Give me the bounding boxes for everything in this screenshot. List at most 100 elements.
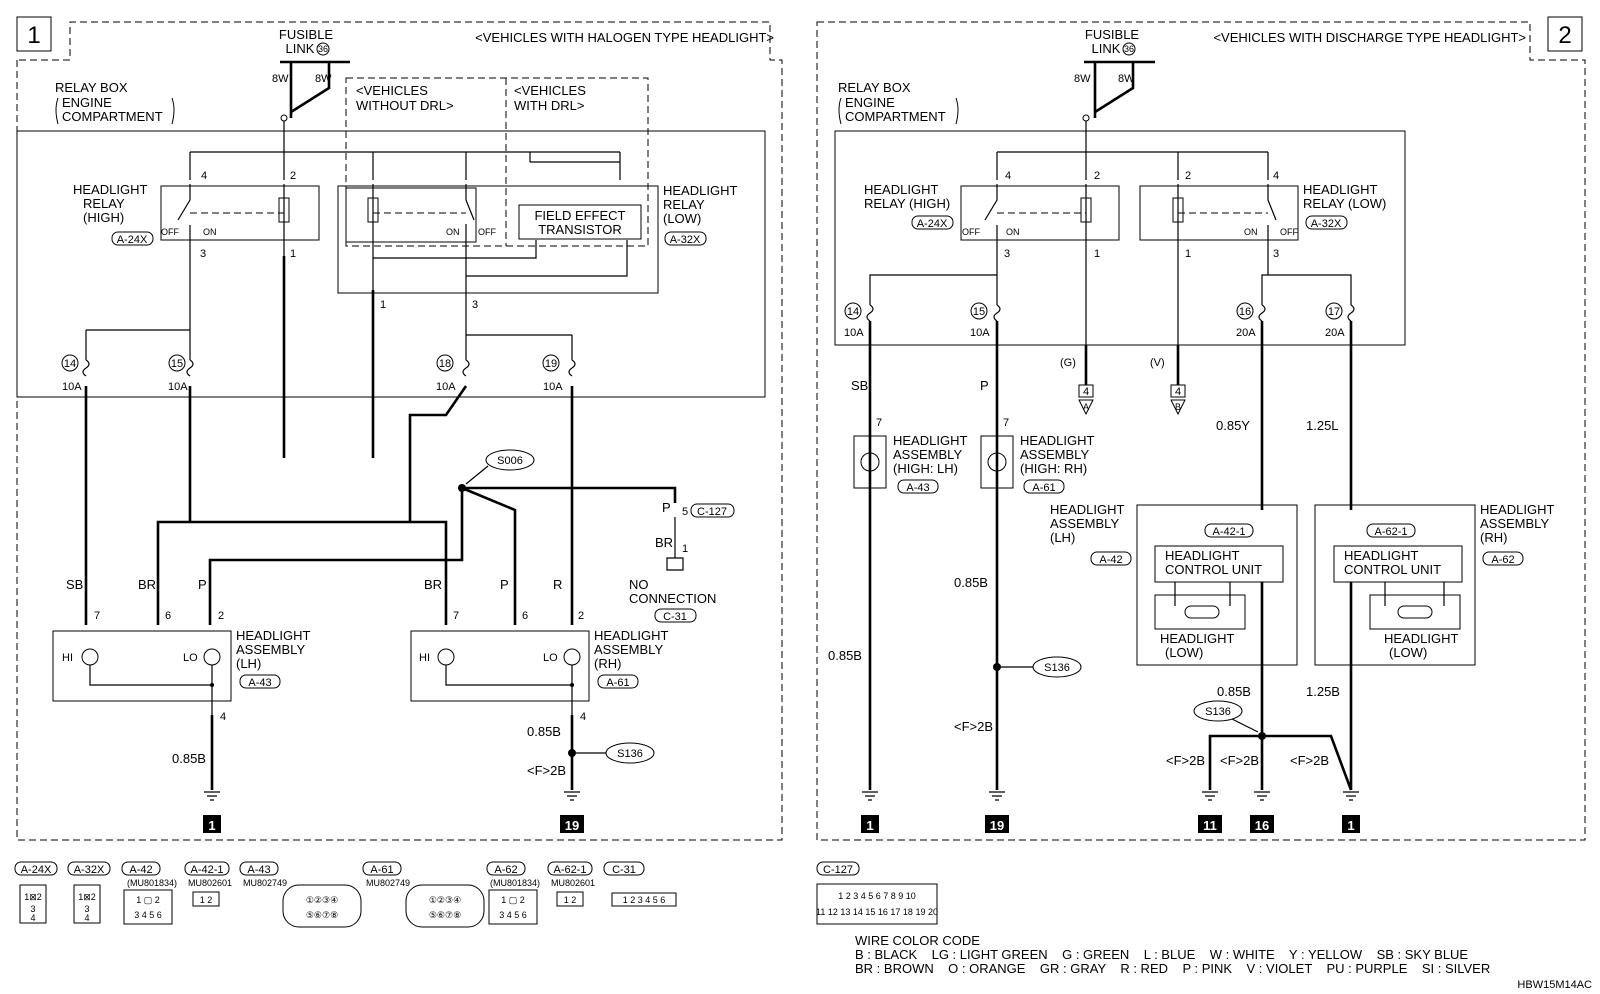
relay-high-conn: A-24X xyxy=(117,234,148,246)
br-wire-rh: BR xyxy=(424,577,442,592)
c127-conn: C-127 xyxy=(697,506,727,518)
c31-conn: C-31 xyxy=(663,611,687,623)
head-rh-conn: A-61 xyxy=(606,677,629,689)
fusible-link-number: 36 xyxy=(318,44,328,54)
pin-2: 2 xyxy=(290,170,296,182)
conn-a42-1: A-42-1 MU802601 1 2 xyxy=(184,861,232,907)
wire-085b-rh: 0.85B xyxy=(527,724,561,739)
wire-125b: 1.25B xyxy=(1306,684,1340,699)
wire-085y: 0.85Y xyxy=(1216,418,1250,433)
control-unit-lh: HEADLIGHT xyxy=(1165,548,1239,563)
pin-1-low-p2: 1 xyxy=(1185,248,1191,260)
with-drl-label: <VEHICLES xyxy=(514,83,586,98)
fet-label-2: TRANSISTOR xyxy=(538,222,622,237)
wire-8w-left: 8W xyxy=(272,73,289,85)
c127-pin-5: 5 xyxy=(682,506,688,518)
panel-1-title: <VEHICLES WITH HALOGEN TYPE HEADLIGHT> xyxy=(475,30,774,45)
conn-a61-row1: ①②③④ xyxy=(429,895,461,905)
without-drl-label-2: WITHOUT DRL> xyxy=(356,98,454,113)
control-unit-rh: HEADLIGHT xyxy=(1344,548,1418,563)
pin-7-lh: 7 xyxy=(94,610,100,622)
wire-085b-high-rh: 0.85B xyxy=(954,575,988,590)
wire-color-title: WIRE COLOR CODE xyxy=(855,933,980,948)
relay-box-sub-2: COMPARTMENT xyxy=(62,109,163,124)
conn-c31-pins: 1 2 3 4 5 6 xyxy=(623,895,666,905)
p-wire: P xyxy=(662,500,671,515)
p-wire-rh: P xyxy=(500,577,509,592)
no-connection-label-2: CONNECTION xyxy=(629,591,716,606)
fuse-17-number-p2: 17 xyxy=(1328,306,1340,318)
off-label-low: OFF xyxy=(478,227,496,237)
splice-s006: S006 xyxy=(497,455,523,467)
head-rh-label-2: ASSEMBLY xyxy=(594,642,663,657)
conn-c127: C-127 1 2 3 4 5 6 7 8 9 10 11 12 13 14 1… xyxy=(816,861,938,925)
conn-a42-1-pins: 1 2 xyxy=(200,895,213,905)
relay-box-label-p2: RELAY BOX xyxy=(838,80,911,95)
conn-a61-id: A-61 xyxy=(370,864,393,876)
relay-high-label-p2-2: RELAY (HIGH) xyxy=(864,196,950,211)
fuse-15-amp: 10A xyxy=(168,381,188,393)
head-rh-label-p2-3: (RH) xyxy=(1480,530,1507,545)
head-rh-conn-p2: A-62 xyxy=(1491,554,1514,566)
conn-a62-row1: 1 ▢ 2 xyxy=(501,895,525,905)
drawing-code: HBW15M14AC xyxy=(1517,979,1592,991)
high-lh-label-3: (HIGH: LH) xyxy=(893,461,958,476)
pin-4-rh-ground: 4 xyxy=(580,711,586,723)
relay-low-conn: A-32X xyxy=(670,234,701,246)
head-rh-label-p2: HEADLIGHT xyxy=(1480,502,1554,517)
fuse-14-number: 14 xyxy=(64,358,76,370)
conn-a43-part: MU802749 xyxy=(243,878,287,888)
head-rh-sub-p2: A-62-1 xyxy=(1374,526,1407,538)
f2b-b: <F>2B xyxy=(1220,753,1259,768)
splice-s136-p2: S136 xyxy=(1044,662,1070,674)
fusible-link-label: FUSIBLE xyxy=(279,27,334,42)
ground-1-panel1: 1 xyxy=(208,818,215,833)
pin-1-low: 1 xyxy=(380,299,386,311)
pin-7-high-rh: 7 xyxy=(1003,417,1009,429)
conn-a43-row2: ⑤⑥⑦⑧ xyxy=(306,910,338,920)
conn-a62-1-part: MU802601 xyxy=(551,878,595,888)
conn-a61: A-61 MU802749 ①②③④ ⑤⑥⑦⑧ xyxy=(362,861,485,928)
relay-low-label-p2: HEADLIGHT xyxy=(1303,182,1377,197)
relay-low-label-2: RELAY xyxy=(663,197,705,212)
fuse-19-number: 19 xyxy=(545,358,557,370)
conn-b-p2: B xyxy=(1175,402,1181,412)
high-rh-label: HEADLIGHT xyxy=(1020,433,1094,448)
fuse-15-number-p2: 15 xyxy=(973,306,985,318)
f2b-rh: <F>2B xyxy=(527,763,566,778)
conn-a-p2: A xyxy=(1083,402,1089,412)
lo-label-lh: LO xyxy=(183,652,198,664)
fuse-15-number: 15 xyxy=(171,358,183,370)
ground-1-p2: 1 xyxy=(866,818,873,833)
panel-1-number: 1 xyxy=(27,22,40,49)
wire-8w-left-p2: 8W xyxy=(1074,73,1091,85)
high-rh-label-2: ASSEMBLY xyxy=(1020,447,1089,462)
panel-2-number: 2 xyxy=(1558,22,1571,49)
conn-c31: C-31 1 2 3 4 5 6 xyxy=(603,861,677,907)
conn-a32x-pin4: 4 xyxy=(84,913,89,923)
hi-label-lh: HI xyxy=(62,652,73,664)
pin-2-lh: 2 xyxy=(218,610,224,622)
conn-c31-id: C-31 xyxy=(612,864,636,876)
conn-a32x-id: A-32X xyxy=(74,864,105,876)
wire-color-line1: B : BLACK LG : LIGHT GREEN G : GREEN L :… xyxy=(855,947,1468,962)
conn-c127-id: C-127 xyxy=(823,864,853,876)
conn-a24x-pin4: 4 xyxy=(30,913,35,923)
no-connection-label: NO xyxy=(629,577,649,592)
fuse-19-amp: 10A xyxy=(543,381,563,393)
fuse-18-amp: 10A xyxy=(436,381,456,393)
low-lamp-lh: HEADLIGHT xyxy=(1160,631,1234,646)
head-lh-label-2: ASSEMBLY xyxy=(236,642,305,657)
head-lh-conn-p2: A-42 xyxy=(1099,554,1122,566)
off-label-p2: OFF xyxy=(962,227,980,237)
conn-4-v-p2: 4 xyxy=(1175,386,1181,398)
sb-wire-p2: SB xyxy=(851,378,868,393)
relay-low-label-p2-2: RELAY (LOW) xyxy=(1303,196,1386,211)
head-lh-label-p2: HEADLIGHT xyxy=(1050,502,1124,517)
conn-a43-id: A-43 xyxy=(247,864,270,876)
pin-2-p2: 2 xyxy=(1094,170,1100,182)
fuse-16-number-p2: 16 xyxy=(1239,306,1251,318)
fusible-link-label-p2-2: LINK xyxy=(1092,41,1121,56)
head-lh-sub-p2: A-42-1 xyxy=(1212,526,1245,538)
low-lamp-lh-2: (LOW) xyxy=(1165,645,1203,660)
